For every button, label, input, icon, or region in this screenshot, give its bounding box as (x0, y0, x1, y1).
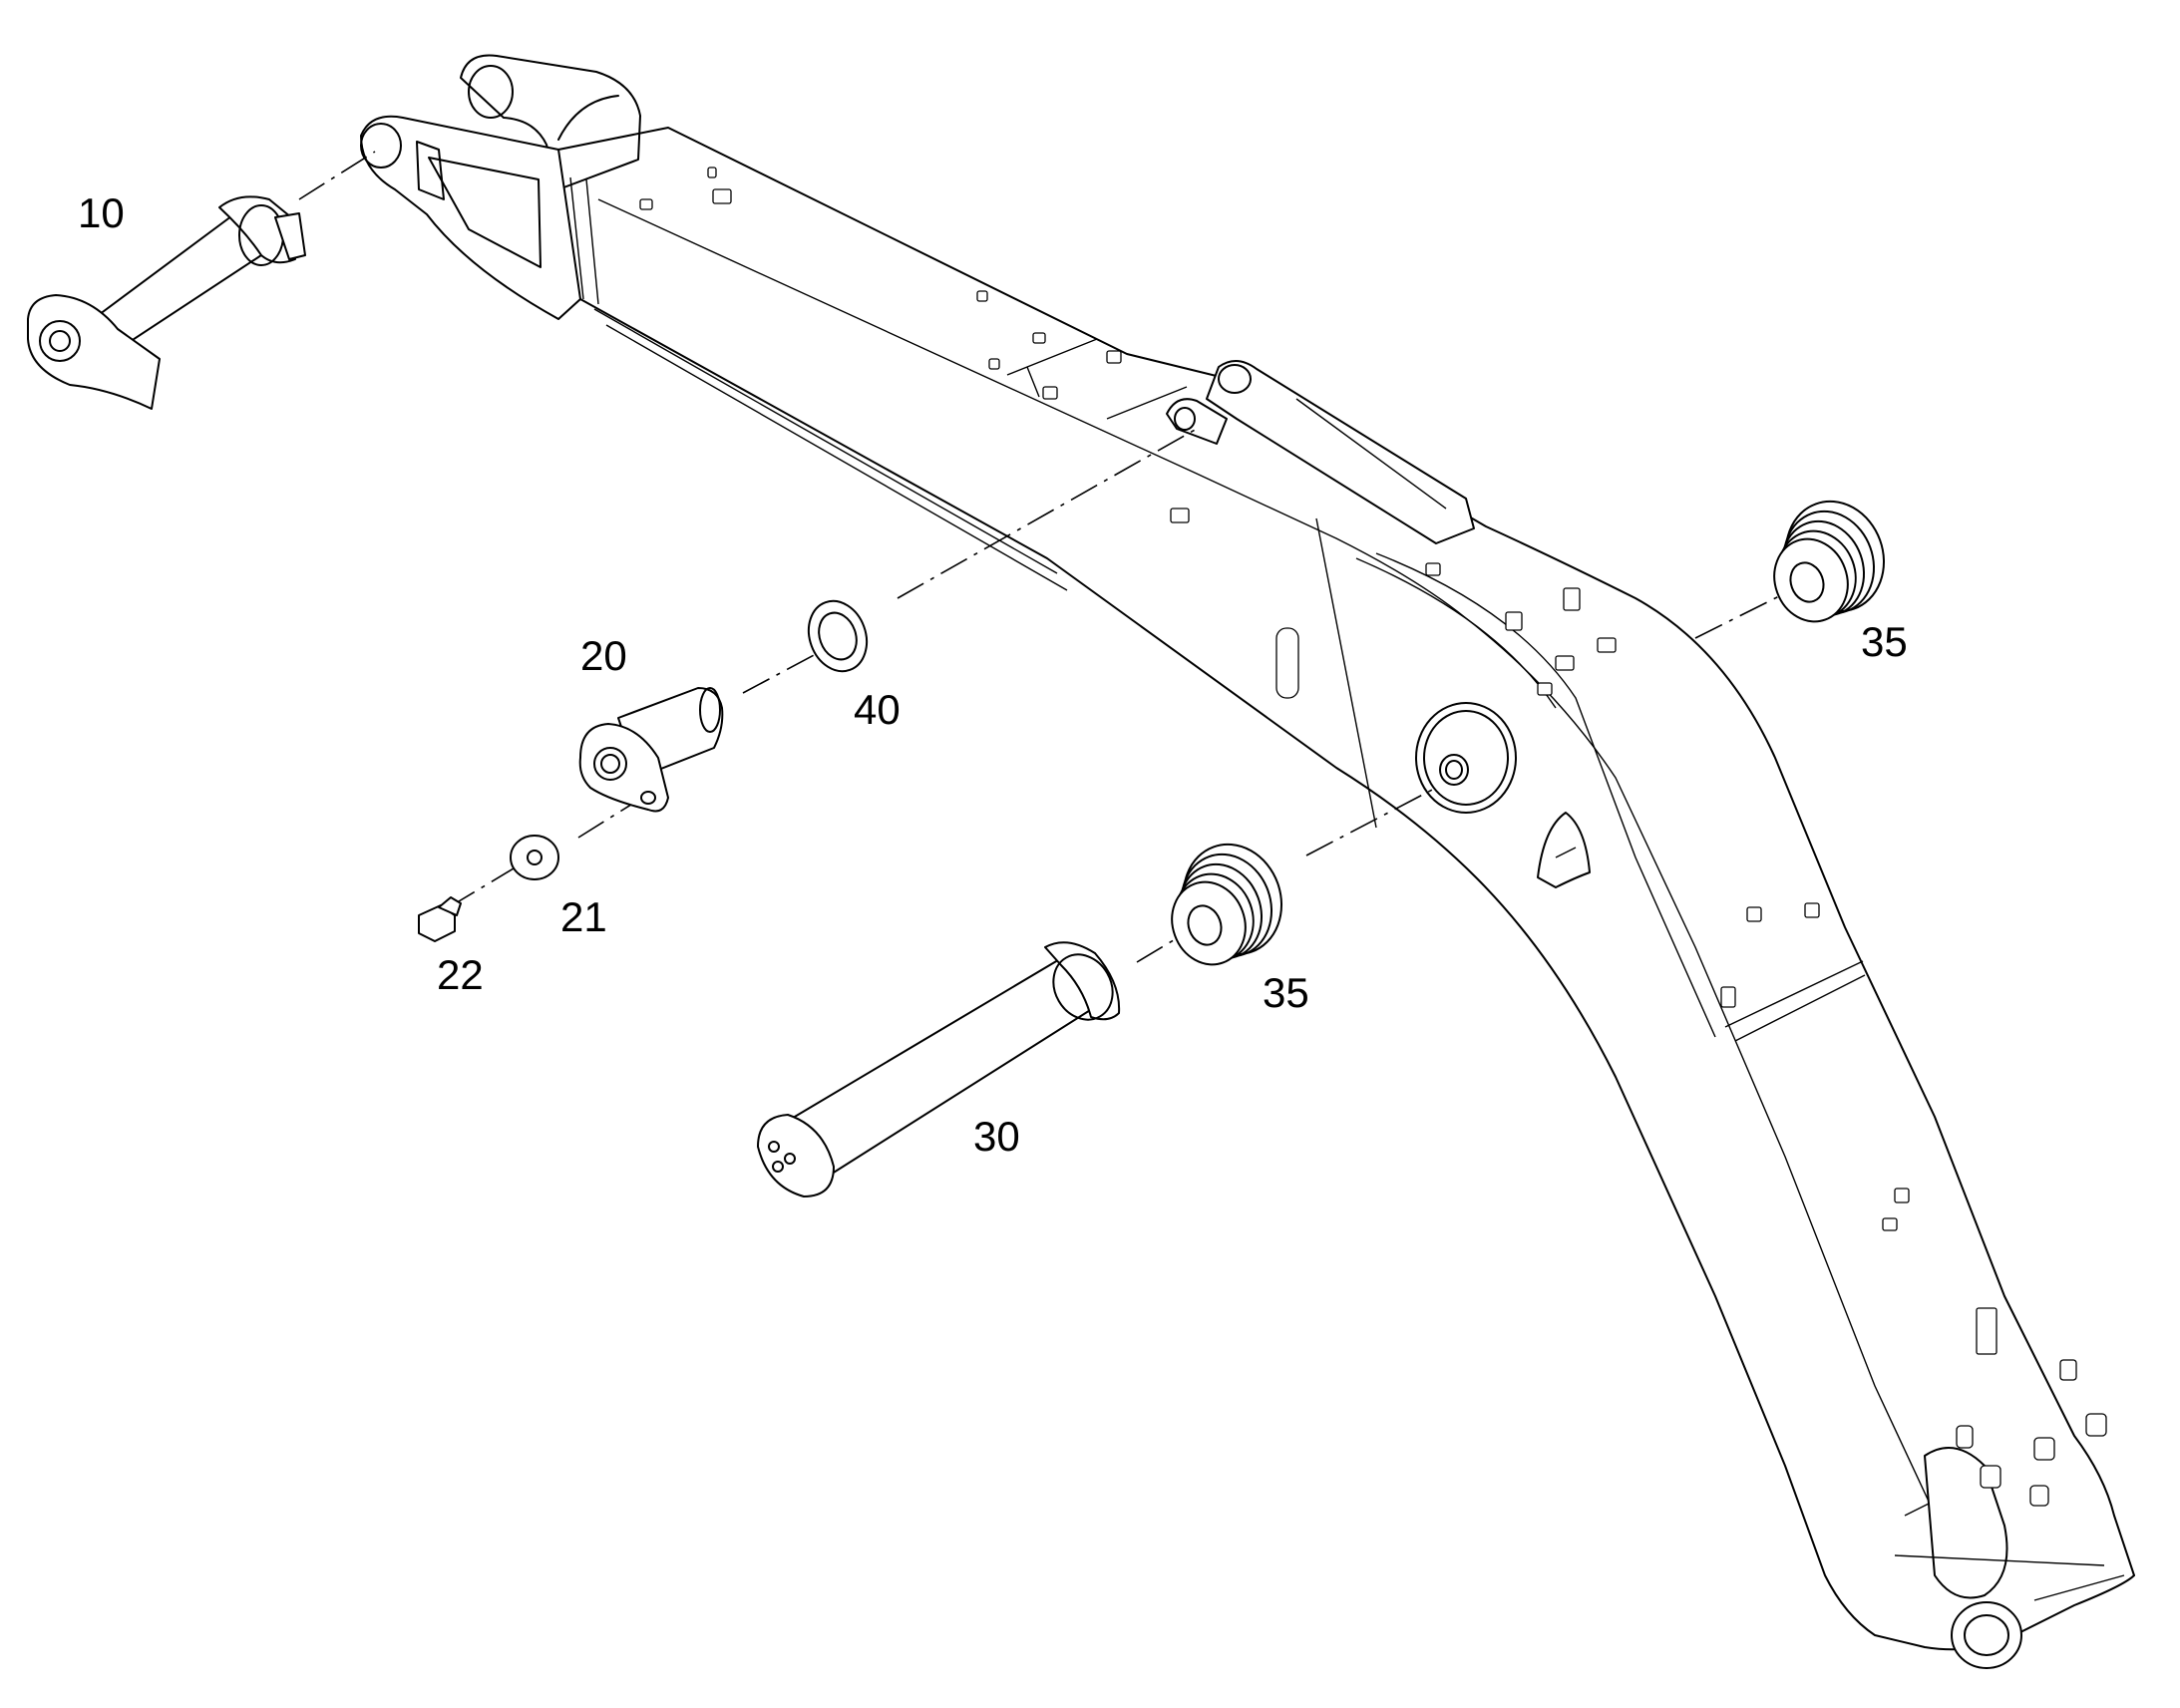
label-part-35-lower: 35 (1263, 969, 1309, 1016)
label-part-21: 21 (560, 893, 607, 940)
boom-holes (639, 167, 2107, 1507)
part-labels: 10 20 40 21 22 35 30 35 (78, 189, 1908, 1160)
part-21-washer (510, 835, 559, 880)
part-20-flanged-pin (578, 687, 724, 813)
boom-arm (360, 54, 2135, 1669)
label-part-10: 10 (78, 189, 125, 236)
part-10-pin-with-lock-plate (27, 195, 306, 410)
part-22-bolt (418, 896, 462, 942)
label-part-20: 20 (580, 632, 627, 679)
part-35-spacer-upper (1773, 500, 1886, 623)
label-part-35-upper: 35 (1861, 618, 1908, 665)
part-35-spacer-lower (1171, 843, 1283, 966)
part-30-main-pin (757, 941, 1121, 1197)
label-part-40: 40 (854, 686, 901, 733)
label-part-22: 22 (437, 951, 484, 998)
label-part-30: 30 (973, 1113, 1020, 1160)
part-40-shim (807, 599, 869, 673)
